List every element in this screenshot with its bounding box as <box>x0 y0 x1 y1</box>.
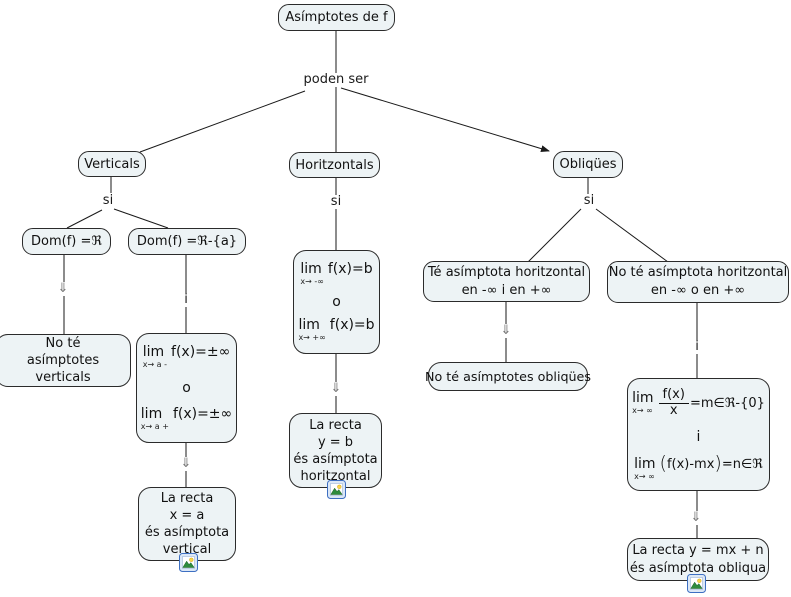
formula-limit-left-side: lim x→ a - f(x)=±∞ <box>143 344 231 369</box>
connector-word-o: o <box>182 379 191 396</box>
node-no-horizontal-asymptote-label: No té asímptota horitzontal en -∞ o en +… <box>608 265 788 298</box>
connector-line <box>595 208 669 263</box>
link-phrase-i-obliques[interactable]: i <box>692 340 702 354</box>
link-phrase-si-obliques[interactable]: si <box>580 194 598 208</box>
node-obliques[interactable]: Obliqües <box>553 151 623 178</box>
formula-limit-right-side: lim x→ a + f(x)=±∞ <box>141 406 233 431</box>
lim-block: lim x→ ∞ <box>634 457 655 481</box>
node-oblique-limits[interactable]: lim x→ ∞ f(x) x =m∈ℜ-{0} i lim x→ ∞ ( f(… <box>627 378 770 491</box>
node-oblique-asymptote-result[interactable]: La recta y = mx + n és asímptota obliqua <box>627 538 769 581</box>
image-icon[interactable] <box>687 574 706 593</box>
link-phrase-poden-ser[interactable]: poden ser <box>300 73 372 87</box>
node-root-label: Asímptotes de f <box>285 10 388 25</box>
fraction-numerator: f(x) <box>658 387 689 404</box>
lim-expression: f(x)=b <box>329 317 375 333</box>
double-down-arrow-icon: ⇓ <box>56 281 70 296</box>
node-dom-minus-a[interactable]: Dom(f) =ℜ-{a} <box>128 228 246 255</box>
fraction-denominator: x <box>669 402 678 418</box>
node-vertical-limits[interactable]: lim x→ a - f(x)=±∞ o lim x→ a + f(x)=±∞ <box>136 333 237 443</box>
image-icon[interactable] <box>179 553 198 572</box>
lim-subscript: x→ +∞ <box>298 333 326 342</box>
double-down-arrow-icon: ⇓ <box>689 510 703 525</box>
connector-word-i: i <box>696 429 701 446</box>
node-dom-all-reals[interactable]: Dom(f) =ℜ <box>22 228 111 255</box>
node-verticals[interactable]: Verticals <box>78 151 146 177</box>
lim-word: lim <box>142 344 165 360</box>
link-phrase-si-horitzontals[interactable]: si <box>327 195 345 209</box>
lim-block: lim x→ a - <box>143 345 167 369</box>
node-dom-all-reals-label: Dom(f) =ℜ <box>31 234 102 249</box>
formula-limit-intercept-n: lim x→ ∞ ( f(x)-mx ) =n∈ℜ <box>634 452 763 481</box>
lim-expression: f(x)=±∞ <box>172 406 233 422</box>
formula-limit-slope-m: lim x→ ∞ f(x) x =m∈ℜ-{0} <box>632 387 765 419</box>
lim-expression: f(x)=±∞ <box>171 344 231 360</box>
left-paren: ( <box>659 452 667 474</box>
formula-limit-plus-inf: lim x→ +∞ f(x)=b <box>298 317 375 342</box>
node-dom-minus-a-label: Dom(f) =ℜ-{a} <box>136 234 238 249</box>
lim-expression: f(x)=b <box>327 261 373 277</box>
formula-limit-minus-inf: lim x→ -∞ f(x)=b <box>300 261 373 286</box>
lim-expression-inner: f(x)-mx <box>666 457 715 472</box>
connector-line <box>340 87 550 153</box>
node-no-vertical-asymptotes[interactable]: No té asímptotes verticals <box>0 334 131 387</box>
node-verticals-label: Verticals <box>84 156 140 172</box>
connector-line <box>113 208 169 229</box>
lim-word: lim <box>300 261 322 277</box>
lim-subscript: x→ a - <box>142 360 168 369</box>
lim-subscript: x→ -∞ <box>300 277 324 286</box>
lim-block: lim x→ +∞ <box>298 318 325 342</box>
node-root[interactable]: Asímptotes de f <box>278 4 395 31</box>
lim-block: lim x→ -∞ <box>300 262 324 286</box>
lim-word: lim <box>634 456 656 472</box>
right-paren: ) <box>714 452 722 474</box>
node-oblique-asymptote-result-label: La recta y = mx + n és asímptota obliqua <box>629 542 767 576</box>
double-down-arrow-icon: ⇓ <box>179 456 193 471</box>
node-horitzontals[interactable]: Horitzontals <box>289 152 380 178</box>
node-has-horizontal-asymptote-label: Té asímptota horitzontal en -∞ i en +∞ <box>427 264 586 298</box>
link-phrase-si-verticals[interactable]: si <box>99 194 117 208</box>
link-phrase-i-verticals[interactable]: i <box>181 293 191 307</box>
node-horizontal-asymptote-result-label: La recta y = b és asímptota horitzontal <box>293 417 378 484</box>
lim-word: lim <box>632 390 654 407</box>
lim-subscript: x→ ∞ <box>632 406 653 416</box>
node-obliques-label: Obliqües <box>559 157 617 172</box>
connector-line <box>527 208 582 263</box>
double-down-arrow-icon: ⇓ <box>329 381 343 396</box>
lim-word: lim <box>140 406 163 422</box>
lim-block: lim x→ ∞ <box>632 391 653 415</box>
node-no-oblique-asymptotes[interactable]: No té asímptotes obliqües <box>425 362 591 391</box>
node-vertical-asymptote-result-label: La recta x = a és asímptota vertical <box>144 491 230 557</box>
lim-expression: =m∈ℜ-{0} <box>689 395 765 411</box>
node-horitzontals-label: Horitzontals <box>295 157 374 173</box>
double-down-arrow-icon: ⇓ <box>499 323 513 338</box>
connector-word-o: o <box>332 293 341 310</box>
fraction: f(x) x <box>658 387 689 419</box>
node-horizontal-limits[interactable]: lim x→ -∞ f(x)=b o lim x→ +∞ f(x)=b <box>293 250 380 354</box>
node-vertical-asymptote-result[interactable]: La recta x = a és asímptota vertical <box>138 487 236 561</box>
lim-expression-tail: =n∈ℜ <box>721 457 763 472</box>
connector-line <box>66 209 103 229</box>
node-no-oblique-asymptotes-label: No té asímptotes obliqües <box>425 369 591 384</box>
lim-block: lim x→ a + <box>141 407 169 431</box>
node-horizontal-asymptote-result[interactable]: La recta y = b és asímptota horitzontal <box>289 413 382 488</box>
connector-line <box>139 90 306 153</box>
lim-word: lim <box>298 317 320 333</box>
node-no-horizontal-asymptote[interactable]: No té asímptota horitzontal en -∞ o en +… <box>607 261 789 303</box>
lim-subscript: x→ ∞ <box>634 472 655 481</box>
node-has-horizontal-asymptote[interactable]: Té asímptota horitzontal en -∞ i en +∞ <box>423 261 590 302</box>
image-icon[interactable] <box>327 480 346 499</box>
lim-subscript: x→ a + <box>140 422 169 431</box>
node-no-vertical-asymptotes-label: No té asímptotes verticals <box>26 336 100 385</box>
